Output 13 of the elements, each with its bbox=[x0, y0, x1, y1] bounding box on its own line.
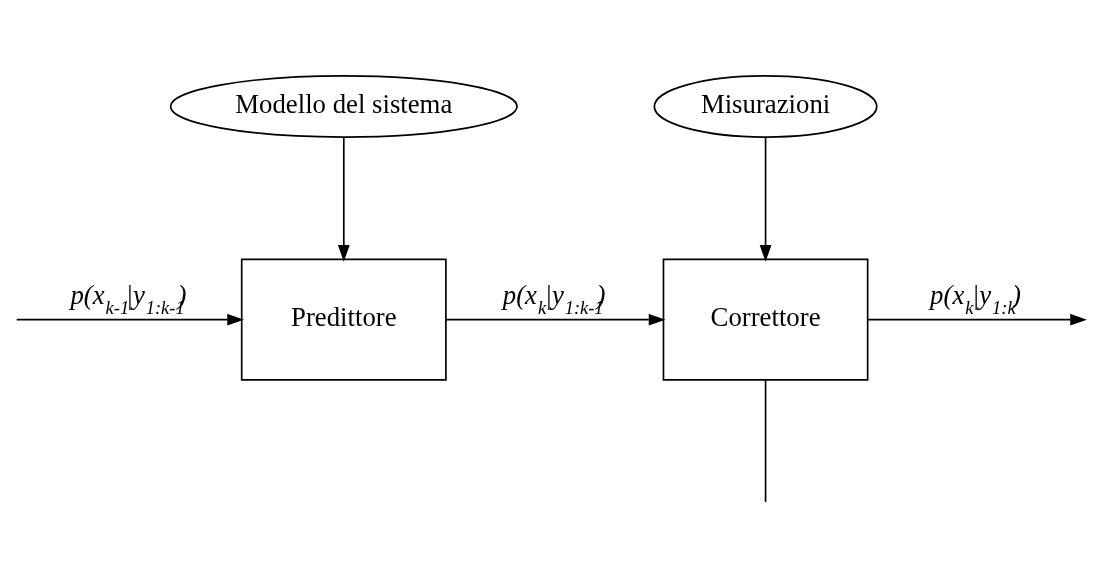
arrow bbox=[337, 136, 350, 262]
arrow bbox=[15, 313, 244, 326]
edge-label: p(x$_{k-1}$|y$_{1:k-1}$) bbox=[70, 279, 187, 318]
connector bbox=[764, 378, 767, 503]
node-ellipse: Misurazioni bbox=[653, 74, 878, 138]
node-box: Predittore bbox=[240, 258, 447, 381]
arrow bbox=[867, 313, 1087, 326]
edge-label: p(x$_{k}$|y$_{1:k-1}$) bbox=[502, 279, 606, 318]
arrow bbox=[759, 136, 772, 262]
arrow bbox=[445, 313, 666, 326]
node-box: Correttore bbox=[662, 258, 869, 381]
edge-label: p(x$_{k}$|y$_{1:k}$) bbox=[930, 279, 1022, 318]
node-ellipse: Modello del sistema bbox=[169, 74, 518, 138]
